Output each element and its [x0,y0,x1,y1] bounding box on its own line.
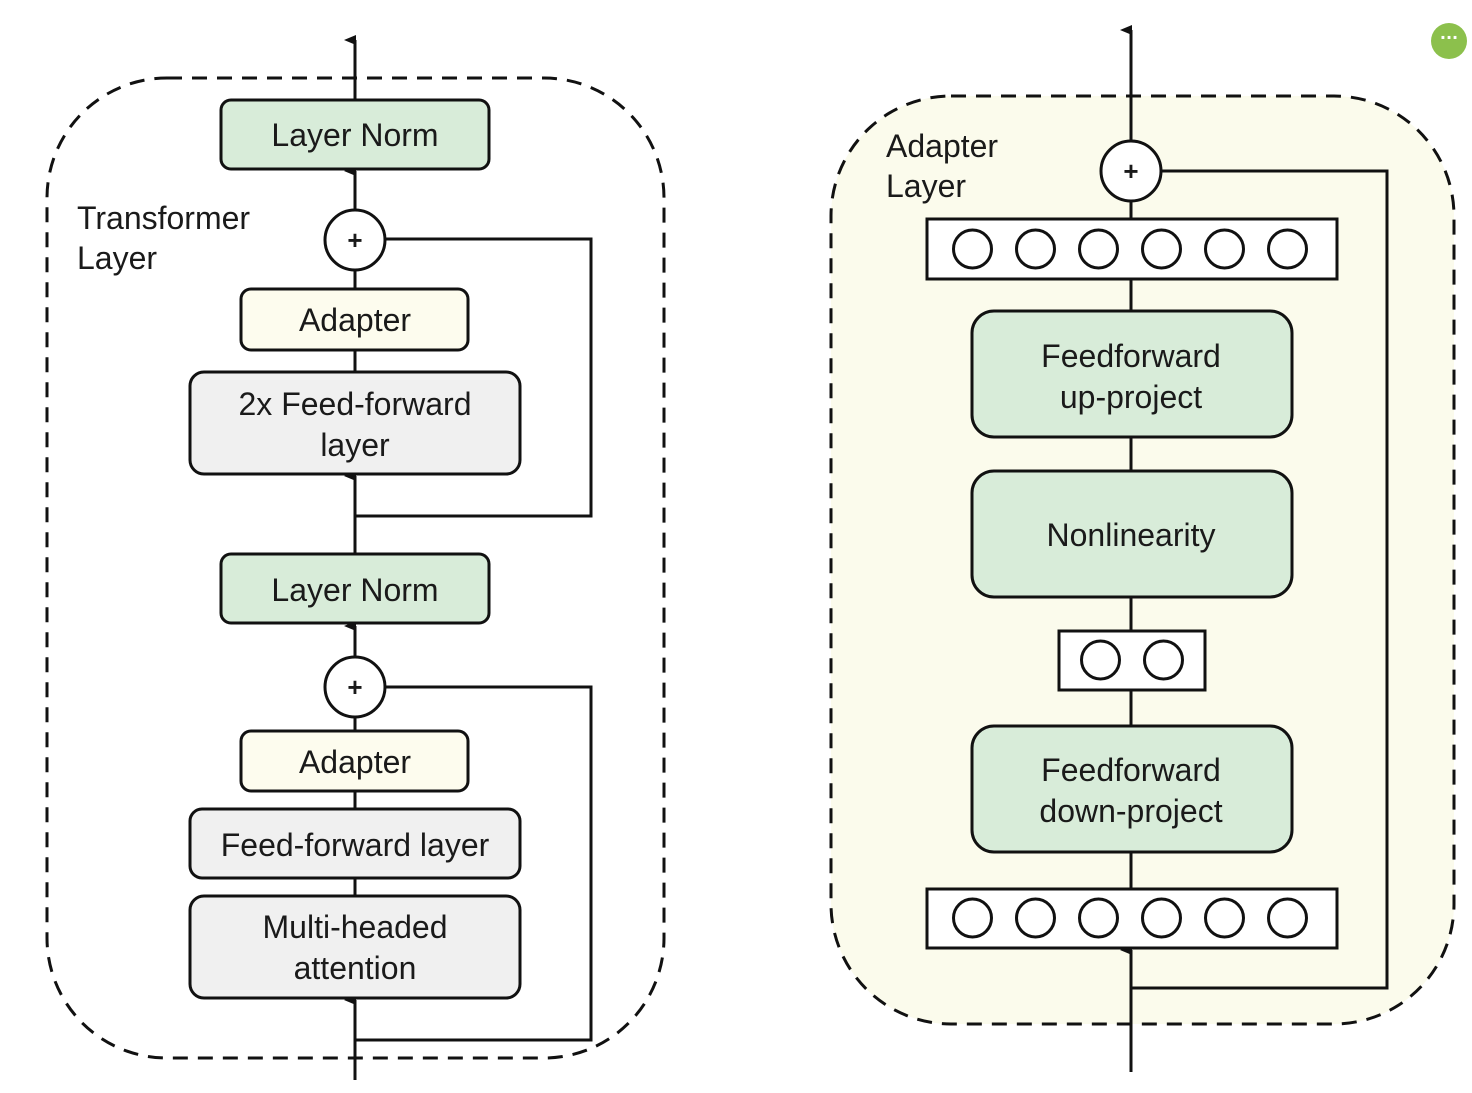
neuron-node [1141,228,1182,270]
transformer-layer-title: Transformer [77,200,250,236]
residual-connection-bottom [355,685,593,1042]
ellipsis-icon: ··· [1439,28,1459,47]
adapter-top-box: Adapter [239,287,470,352]
multi-headed-attention-box: Multi-headed attention [188,894,522,1000]
neuron-node [952,897,993,939]
adapter-layer-title: Adapter [886,128,998,164]
neuron-node [1204,228,1245,270]
adapter-layer-panel: Adapter Layer + Feedforward up-project N… [829,25,1456,1072]
svg-text:Layer Norm: Layer Norm [271,572,438,608]
bottom-neurons [952,897,1308,939]
neuron-node [952,228,993,270]
svg-text:attention: attention [294,950,417,986]
transformer-layer-title-line2: Layer [77,240,157,276]
adapter-layer-title-line2: Layer [886,168,966,204]
feedforward-down-project-box: Feedforward down-project [970,724,1294,854]
neuron-node [1141,897,1182,939]
neuron-node [1267,228,1308,270]
neuron-node [1267,897,1308,939]
neuron-node [1204,897,1245,939]
svg-text:Adapter: Adapter [299,302,411,338]
svg-text:down-project: down-project [1039,793,1222,829]
adapter-skip-connection [1131,169,1389,990]
middle-neurons [1080,639,1184,681]
svg-text:2x Feed-forward: 2x Feed-forward [239,386,472,422]
feedforward-up-project-box: Feedforward up-project [970,309,1294,439]
svg-text:up-project: up-project [1060,379,1202,415]
svg-text:+: + [347,672,362,702]
top-neurons [952,228,1308,270]
residual-connection-top [355,237,593,518]
adapter-plus-node: + [1099,139,1163,203]
feed-forward-layer-box: Feed-forward layer [188,807,522,880]
svg-text:Feedforward: Feedforward [1041,752,1221,788]
feed-forward-2x-box: 2x Feed-forward layer [188,370,522,476]
svg-text:+: + [347,225,362,255]
neuron-node [1080,639,1121,681]
neuron-node [1015,897,1056,939]
middle-neuron-layer [1057,629,1207,692]
svg-text:Layer Norm: Layer Norm [271,117,438,153]
svg-text:Feedforward: Feedforward [1041,338,1221,374]
transformer-layer-panel: Transformer Layer Layer Norm + Adapter [45,35,666,1080]
bottom-neuron-layer [925,887,1339,950]
neuron-node [1143,639,1184,681]
top-neuron-layer [925,217,1339,281]
neuron-node [1078,228,1119,270]
svg-text:+: + [1123,156,1138,186]
more-options-button[interactable]: ··· [1431,23,1467,59]
neuron-node [1078,897,1119,939]
svg-text:Multi-headed: Multi-headed [263,909,448,945]
layer-norm-bottom-box: Layer Norm [219,552,491,625]
layer-norm-top-box: Layer Norm [219,98,491,171]
plus-node-bottom: + [323,655,387,719]
svg-text:Nonlinearity: Nonlinearity [1047,517,1216,553]
neuron-node [1015,228,1056,270]
svg-text:Adapter: Adapter [299,744,411,780]
nonlinearity-box: Nonlinearity [970,469,1294,599]
adapter-bottom-box: Adapter [239,729,470,793]
svg-text:layer: layer [320,427,390,463]
plus-node-top: + [323,208,387,272]
svg-text:Feed-forward layer: Feed-forward layer [221,827,490,863]
